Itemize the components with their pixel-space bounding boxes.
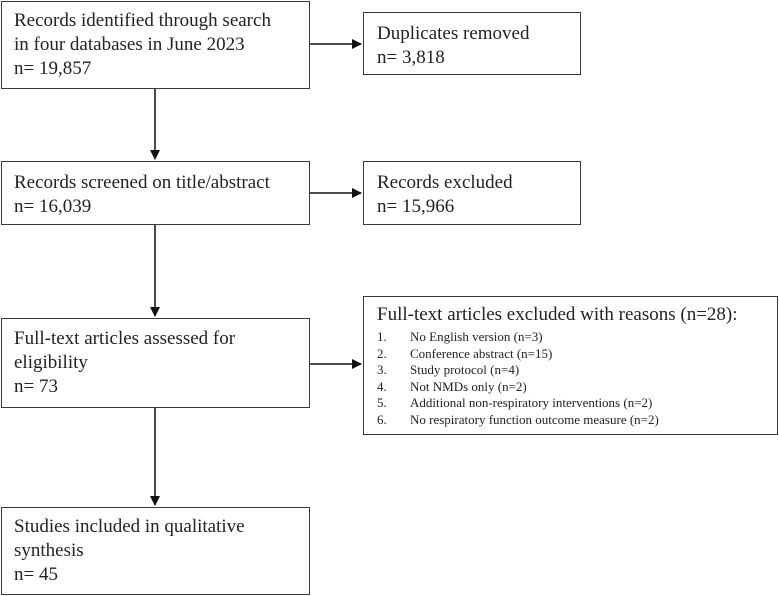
exclusion-reason: 6. No respiratory function outcome measur…: [377, 412, 777, 429]
exclusion-reason: 3. Study protocol (n=4): [377, 362, 777, 379]
identification-line2: in four databases in June 2023: [14, 34, 245, 55]
reason-number: 2.: [377, 345, 387, 361]
included-count: n= 45: [14, 564, 58, 585]
reason-number: 6.: [377, 411, 387, 427]
reason-number: 4.: [377, 378, 387, 394]
reason-text: No respiratory function outcome measure …: [410, 411, 659, 427]
duplicates-box: Duplicates removed n= 3,818: [363, 12, 581, 75]
eligibility-line2: eligibility: [14, 352, 88, 373]
exclusion-reason: 2. Conference abstract (n=15): [377, 346, 777, 363]
reason-text: Not NMDs only (n=2): [410, 378, 527, 394]
eligibility-count: n= 73: [14, 376, 58, 397]
exclusion-reason: 1. No English version (n=3): [377, 329, 777, 346]
reason-text: No English version (n=3): [410, 329, 543, 344]
included-line1: Studies included in qualitative: [14, 516, 245, 537]
screening-count: n= 16,039: [14, 196, 92, 217]
duplicates-label: Duplicates removed: [377, 23, 530, 44]
screening-box: Records screened on title/abstract n= 16…: [1, 161, 310, 225]
included-line2: synthesis: [14, 540, 84, 561]
duplicates-count: n= 3,818: [377, 47, 445, 68]
identification-line1: Records identified through search: [14, 10, 271, 31]
included-box: Studies included in qualitative synthesi…: [1, 507, 310, 595]
excluded-count: n= 15,966: [377, 196, 455, 217]
fulltext-excluded-title: Full-text articles excluded with reasons…: [377, 304, 738, 325]
exclusion-reason: 5. Additional non-respiratory interventio…: [377, 395, 777, 412]
excluded-label: Records excluded: [377, 172, 513, 193]
reason-number: 1.: [377, 329, 387, 344]
screening-label: Records screened on title/abstract: [14, 172, 270, 193]
exclusion-reasons-list: 1. No English version (n=3) 2. Conference …: [377, 329, 777, 428]
eligibility-box: Full-text articles assessed for eligibil…: [1, 318, 310, 408]
eligibility-line1: Full-text articles assessed for: [14, 328, 236, 349]
excluded-box: Records excluded n= 15,966: [363, 161, 581, 225]
reason-text: Additional non-respiratory interventions…: [410, 395, 653, 410]
reason-number: 5.: [377, 395, 387, 410]
exclusion-reason: 4. Not NMDs only (n=2): [377, 379, 777, 396]
fulltext-excluded-box: Full-text articles excluded with reasons…: [363, 296, 778, 435]
reason-text: Study protocol (n=4): [410, 362, 520, 377]
identification-box: Records identified through search in fou…: [1, 1, 310, 89]
identification-count: n= 19,857: [14, 58, 92, 79]
reason-text: Conference abstract (n=15): [410, 345, 553, 361]
reason-number: 3.: [377, 362, 387, 377]
